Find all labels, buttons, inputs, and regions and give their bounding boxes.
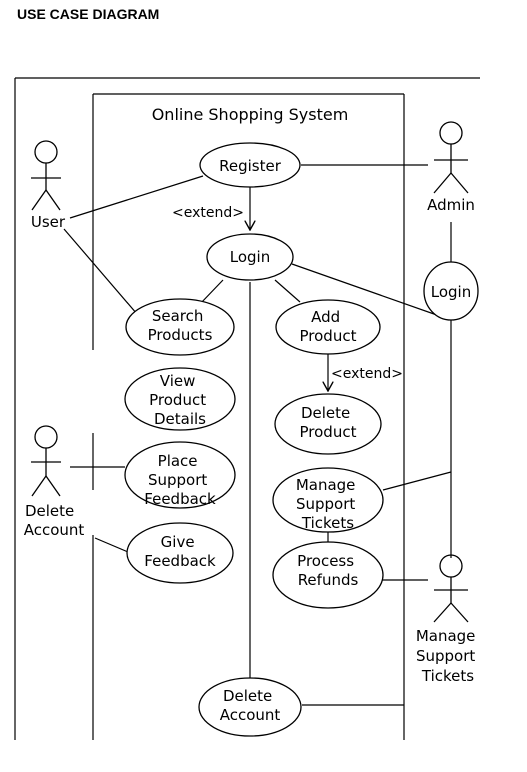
svg-text:Process Refunds: Process Refunds — [297, 552, 359, 589]
actor-label-manage-support-tickets: Tickets — [421, 667, 474, 685]
system-title: Online Shopping System — [152, 105, 349, 124]
line-user-search — [63, 228, 138, 315]
use-case-add-product[interactable]: Add Product — [275, 299, 381, 355]
stick-figure-icon — [433, 554, 469, 623]
use-case-label: Tickets — [301, 514, 354, 532]
use-case-label: Login — [230, 248, 270, 266]
use-case-label: Product — [149, 391, 206, 409]
svg-text:Place Support Feed: Place Support Feedback — [144, 452, 216, 508]
use-case-label: Place — [158, 452, 198, 470]
line-actor2-givefeedback — [94, 537, 129, 553]
actor-label-manage-support-tickets: Manage — [416, 627, 476, 645]
svg-text:Delete Account: Delete Account — [24, 502, 85, 539]
use-case-place-support-feedback[interactable]: Place Support Feedback — [124, 441, 236, 509]
use-case-label: Product — [300, 423, 357, 441]
actor-delete-account — [31, 425, 61, 497]
use-case-delete-account[interactable]: Delete Account — [198, 677, 302, 737]
use-case-login[interactable]: Login — [206, 233, 294, 281]
use-case-search-products[interactable]: Search Products — [125, 298, 235, 356]
actor-label-admin: Admin — [427, 196, 475, 214]
stick-figure-icon — [433, 121, 469, 194]
actor-user — [31, 140, 61, 211]
use-case-register[interactable]: Register — [199, 142, 301, 188]
use-case-label: Process — [297, 552, 354, 570]
use-case-delete-product[interactable]: Delete Product — [274, 393, 382, 455]
use-case-label: Details — [154, 410, 206, 428]
line-manage-admin — [382, 471, 452, 491]
line-login-search — [199, 279, 224, 305]
line-user-register — [69, 175, 204, 219]
use-case-label: Products — [148, 326, 213, 344]
use-case-label: Give — [161, 533, 195, 551]
actor-manage-support-tickets — [433, 554, 469, 623]
stick-figure-icon — [31, 140, 61, 211]
use-case-label: Login — [431, 283, 471, 301]
use-case-label: Delete — [223, 687, 272, 705]
use-case-label: Support — [148, 471, 207, 489]
line-login-addproduct — [274, 279, 301, 303]
actor-label-delete-account: Account — [24, 521, 85, 539]
actor-label-delete-account: Delete — [25, 502, 74, 520]
use-case-label: Account — [220, 706, 281, 724]
line-login-admin — [291, 263, 452, 321]
svg-text:Add Product: Add Product — [300, 308, 357, 345]
use-case-label: Product — [300, 327, 357, 345]
use-case-label: View — [160, 372, 196, 390]
svg-text:View Product Detai: View Product Details — [149, 372, 211, 428]
use-case-label: Delete — [301, 404, 350, 422]
system-boundary — [92, 93, 405, 740]
use-case-label: Search — [152, 307, 204, 325]
use-case-process-refunds[interactable]: Process Refunds — [272, 541, 384, 609]
svg-text:Manage Support Tic: Manage Support Tickets — [296, 476, 360, 532]
svg-text:Search Products: Search Products — [148, 307, 213, 344]
outer-frame — [14, 77, 480, 740]
use-case-label: Register — [219, 157, 282, 175]
actor-admin — [433, 121, 469, 194]
use-case-label: Feedback — [144, 490, 216, 508]
stick-figure-icon — [31, 425, 61, 497]
svg-text:Manage Support Tickets: Manage Support Tickets — [416, 627, 480, 685]
association-lines — [63, 164, 452, 706]
use-case-admin-login[interactable]: Login — [423, 261, 479, 321]
svg-text:Give Feedback: Give Feedback — [144, 533, 216, 570]
svg-text:Delete Product: Delete Product — [300, 404, 357, 441]
svg-text:Delete Account: Delete Account — [220, 687, 281, 724]
actor-label-manage-support-tickets: Support — [416, 647, 475, 665]
use-case-label: Support — [296, 495, 355, 513]
use-case-label: Add — [311, 308, 340, 326]
use-case-label: Manage — [296, 476, 356, 494]
actor-label-user: User — [31, 213, 66, 231]
use-case-manage-support-tickets[interactable]: Manage Support Tickets — [272, 467, 384, 533]
use-case-label: Feedback — [144, 552, 216, 570]
extend-label-add-delete: <extend> — [331, 366, 403, 382]
use-case-view-product-details[interactable]: View Product Details — [124, 367, 236, 431]
use-case-label: Refunds — [298, 571, 359, 589]
use-case-give-feedback[interactable]: Give Feedback — [126, 522, 234, 584]
extend-label-register-login: <extend> — [172, 205, 244, 221]
page-heading: USE CASE DIAGRAM — [17, 6, 160, 22]
